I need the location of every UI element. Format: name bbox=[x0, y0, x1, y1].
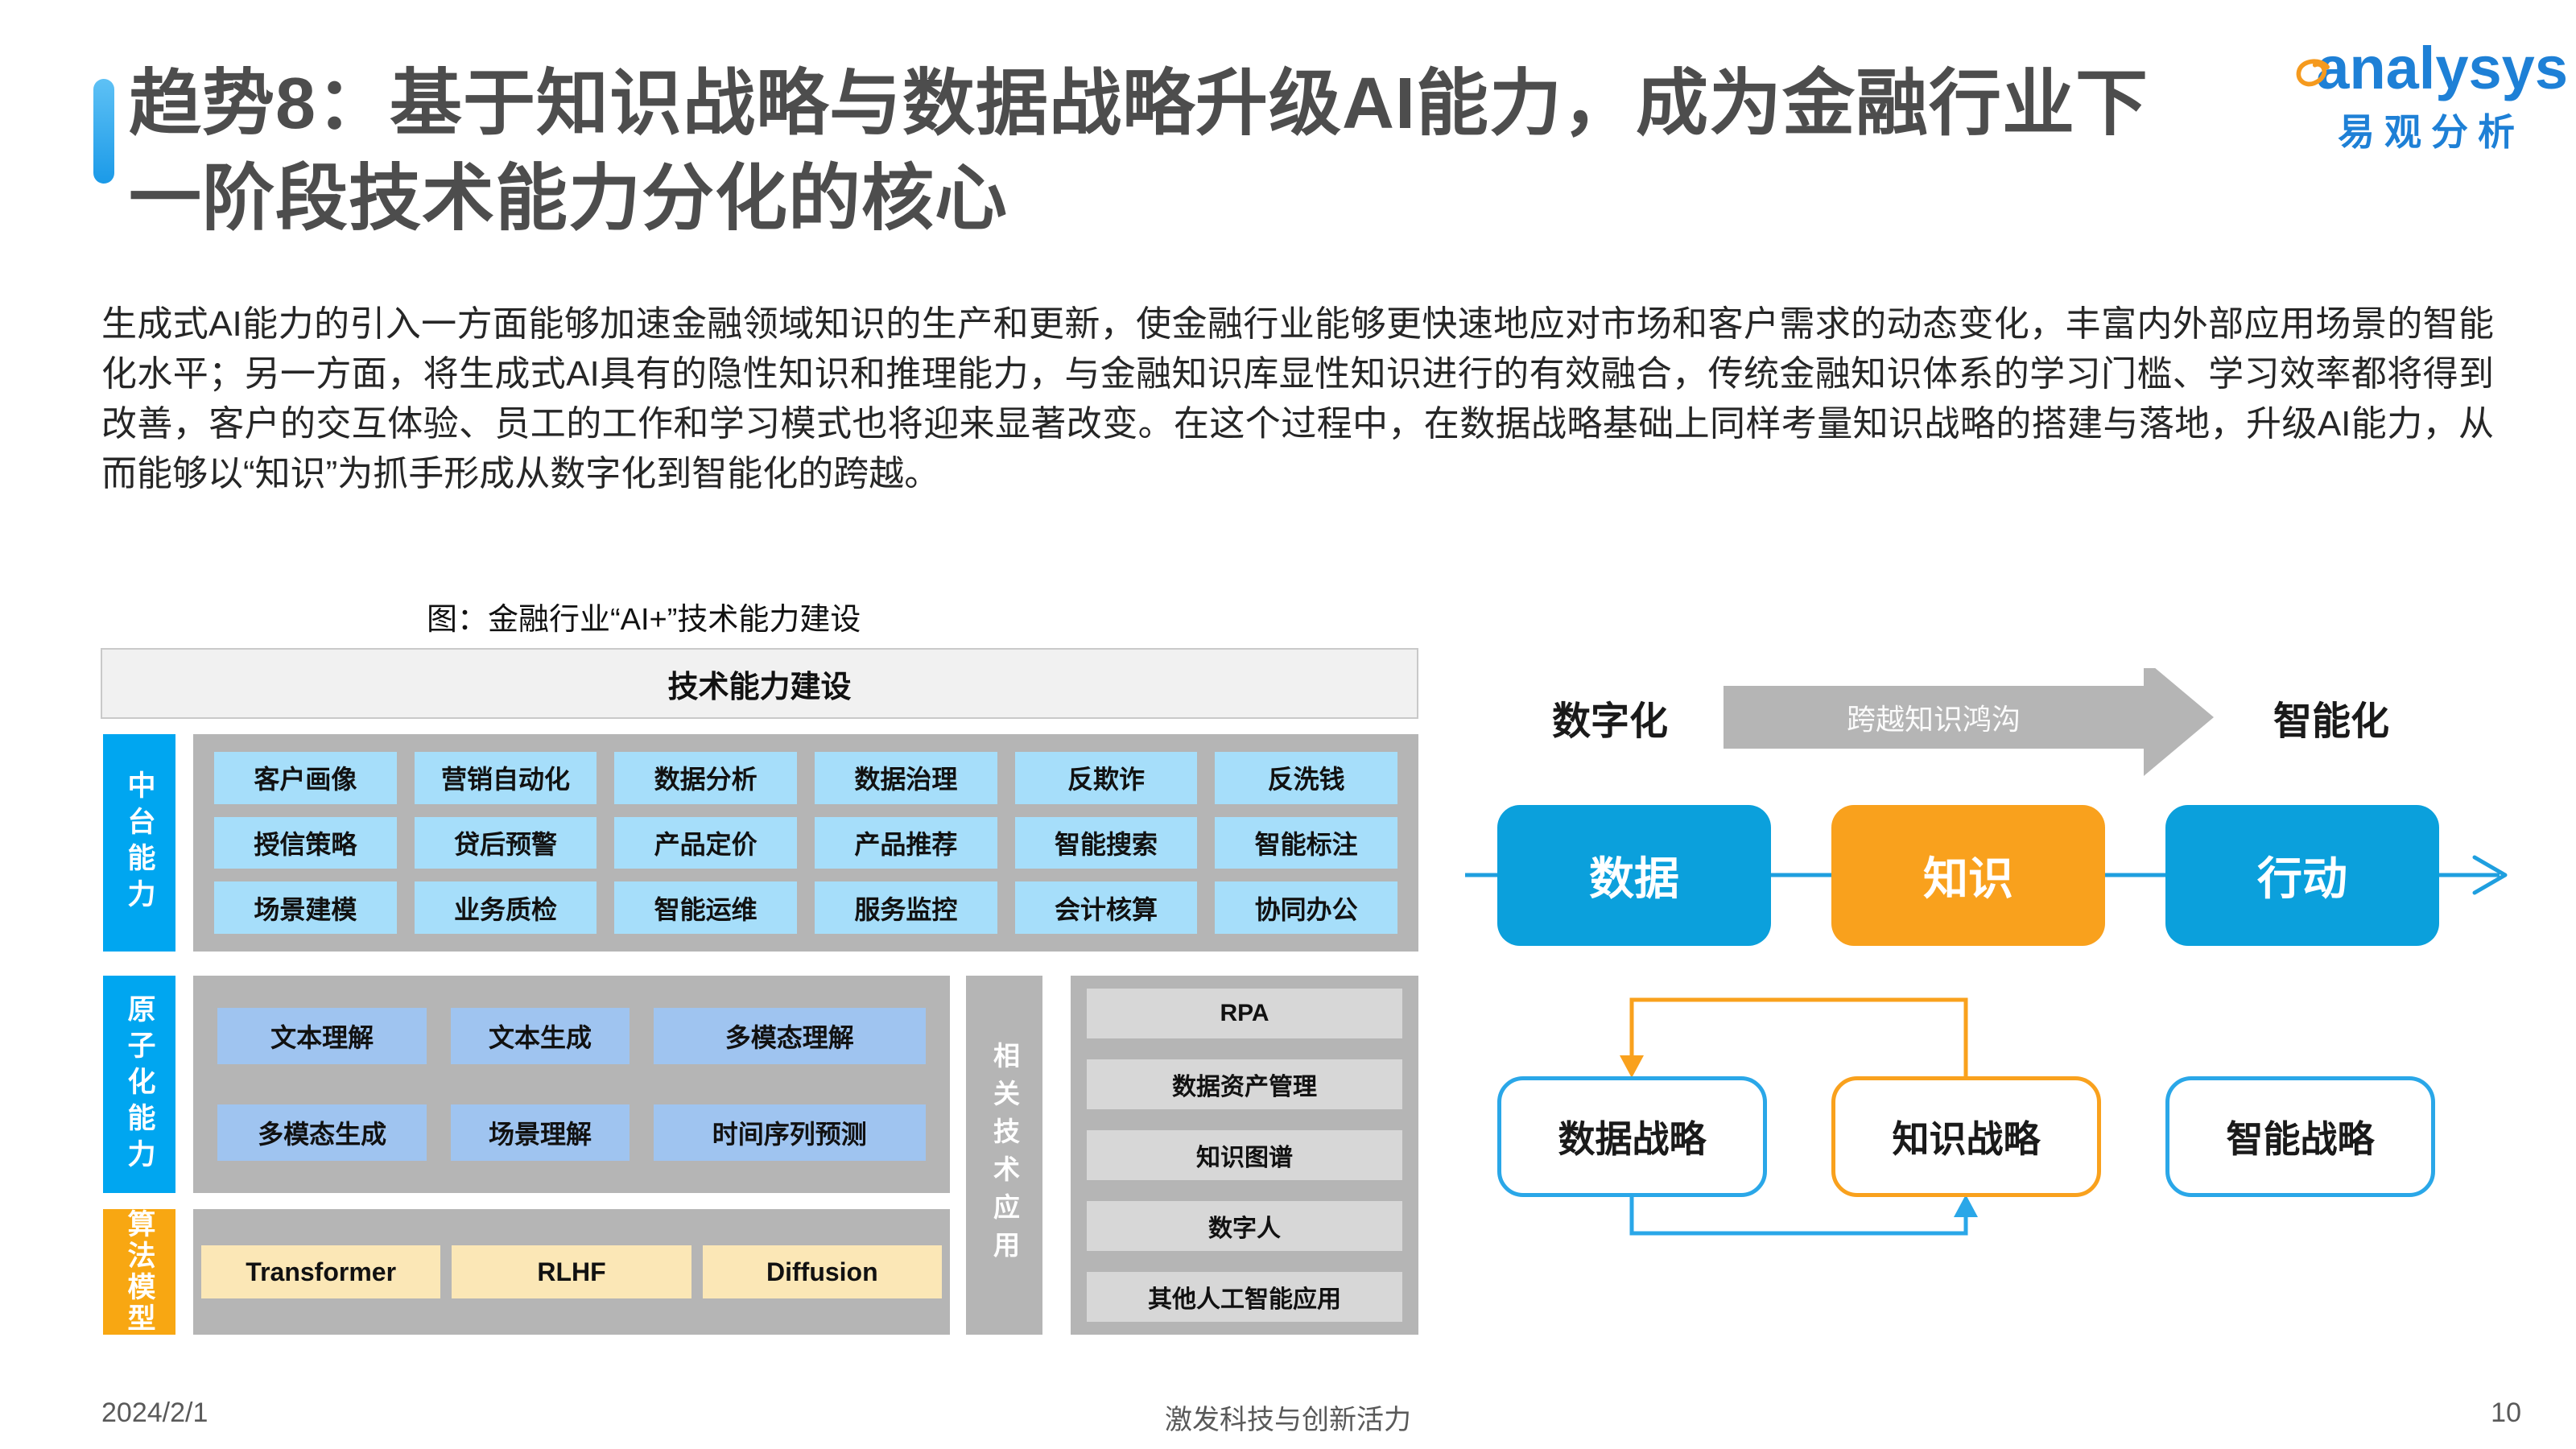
analysys-logo-wordmark: analysys bbox=[2294, 39, 2568, 98]
related-tech-cell: 数字人 bbox=[1087, 1201, 1402, 1251]
related-tech-cell: 知识图谱 bbox=[1087, 1130, 1402, 1180]
algorithm-model-cell: Transformer bbox=[201, 1245, 441, 1298]
capability-cell: 贷后预警 bbox=[414, 816, 597, 869]
strategy-intelligent: 智能战略 bbox=[2165, 1076, 2435, 1197]
intelligentization-label: 智能化 bbox=[2273, 700, 2390, 743]
flow-line-arrowhead-icon bbox=[2472, 855, 2508, 895]
blue-up-arrowhead-icon bbox=[1954, 1195, 1978, 1217]
atomic-capability-cell: 时间序列预测 bbox=[653, 1104, 926, 1161]
footer-page-number: 10 bbox=[2491, 1397, 2521, 1428]
related-tech-list: RPA 数据资产管理知识图谱数字人其他人工智能应用 bbox=[1071, 976, 1418, 1335]
capability-cell: 会计核算 bbox=[1014, 881, 1198, 934]
capability-cell: 营销自动化 bbox=[414, 752, 597, 804]
body-paragraph: 生成式AI能力的引入一方面能够加速金融领域知识的生产和更新，使金融行业能够更快速… bbox=[101, 304, 2494, 493]
stage-knowledge: 知识 bbox=[1831, 805, 2105, 946]
orange-down-arrowhead-icon bbox=[1620, 1055, 1644, 1078]
algorithm-model-cell: RLHF bbox=[452, 1245, 691, 1298]
gap-arrow-label: 跨越知识鸿沟 bbox=[1846, 703, 2021, 736]
diagram-header: 技术能力建设 bbox=[101, 648, 1418, 719]
atomic-capability-cell: 场景理解 bbox=[451, 1104, 630, 1161]
capability-cell: 产品推荐 bbox=[815, 816, 997, 869]
capability-cell: 业务质检 bbox=[414, 881, 597, 934]
capability-cell: 数据治理 bbox=[815, 752, 997, 804]
atomic-capability-label: 原子化能力 bbox=[103, 976, 175, 1193]
capability-cell: 场景建模 bbox=[214, 881, 397, 934]
capability-cell: 授信策略 bbox=[214, 816, 397, 869]
capability-cell: 客户画像 bbox=[214, 752, 397, 804]
capability-cell: 服务监控 bbox=[815, 881, 997, 934]
capability-cell: 智能标注 bbox=[1215, 816, 1397, 869]
page-title-line2: 一阶段技术能力分化的核心 bbox=[129, 159, 1008, 239]
related-tech-cell: 数据资产管理 bbox=[1087, 1059, 1402, 1109]
strategy-knowledge: 知识战略 bbox=[1831, 1076, 2101, 1197]
capability-cell: 数据分析 bbox=[614, 752, 797, 804]
analysys-logo-chinese: 易观分析 bbox=[2338, 111, 2524, 153]
tech-capability-diagram: 技术能力建设 中台能力 客户画像营销自动化数据分析数据治理反欺诈反洗钱授信策略贷… bbox=[101, 648, 1425, 1340]
mid-capability-grid: 客户画像营销自动化数据分析数据治理反欺诈反洗钱授信策略贷后预警产品定价产品推荐智… bbox=[193, 734, 1418, 952]
related-tech-cell: 其他人工智能应用 bbox=[1087, 1272, 1402, 1322]
gap-block-arrow-icon bbox=[1724, 668, 2214, 776]
related-tech-label: 相关技术应用 bbox=[966, 976, 1042, 1335]
title-accent-bar bbox=[93, 79, 114, 184]
capability-cell: 协同办公 bbox=[1215, 881, 1397, 934]
analysys-logo-text: analysys bbox=[2316, 35, 2568, 101]
algorithm-model-cell: Diffusion bbox=[702, 1245, 942, 1298]
capability-cell: 反洗钱 bbox=[1215, 752, 1397, 804]
related-tech-cell: RPA bbox=[1087, 989, 1402, 1038]
analysys-logo: analysys 易观分析 bbox=[2294, 39, 2568, 156]
algorithm-model-label: 算法模型 bbox=[103, 1209, 175, 1335]
data-to-knowledge-connector bbox=[1629, 1197, 1968, 1236]
capability-cell: 产品定价 bbox=[614, 816, 797, 869]
page-title-line1: 趋势8：基于知识战略与数据战略升级AI能力，成为金融行业下 bbox=[129, 64, 2149, 144]
atomic-capability-cell: 多模态理解 bbox=[653, 1008, 926, 1064]
capability-cell: 反欺诈 bbox=[1014, 752, 1198, 804]
atomic-capability-grid: 文本理解文本生成多模态理解多模态生成场景理解时间序列预测 bbox=[193, 976, 950, 1193]
atomic-capability-cell: 多模态生成 bbox=[217, 1104, 427, 1161]
stage-data: 数据 bbox=[1497, 805, 1771, 946]
atomic-capability-cell: 文本生成 bbox=[451, 1008, 630, 1064]
analysys-swoosh-icon bbox=[2296, 59, 2330, 87]
strategy-data: 数据战略 bbox=[1497, 1076, 1767, 1197]
digitalization-label: 数字化 bbox=[1552, 700, 1669, 743]
page-title: 趋势8：基于知识战略与数据战略升级AI能力，成为金融行业下 一阶段技术能力分化的… bbox=[129, 56, 2149, 246]
atomic-capability-cell: 文本理解 bbox=[217, 1008, 427, 1064]
footer-date: 2024/2/1 bbox=[101, 1397, 208, 1428]
knowledge-to-data-connector bbox=[1629, 997, 1968, 1076]
footer-slogan: 激发科技与创新活力 bbox=[1165, 1405, 1411, 1435]
digital-to-intelligent-flowchart: 数字化 跨越知识鸿沟 智能化 数据 知识 行动 数据战略 知识战略 智能战略 bbox=[1465, 668, 2576, 1248]
capability-cell: 智能搜索 bbox=[1014, 816, 1198, 869]
stage-action: 行动 bbox=[2165, 805, 2439, 946]
capability-cell: 智能运维 bbox=[614, 881, 797, 934]
mid-capability-label: 中台能力 bbox=[103, 734, 175, 952]
figure-caption: 图：金融行业“AI+”技术能力建设 bbox=[427, 603, 861, 637]
